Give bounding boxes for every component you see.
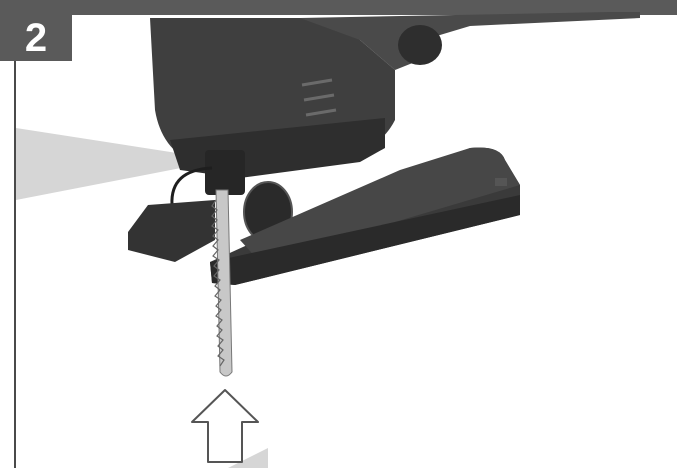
arrow-up-icon: [191, 389, 259, 463]
blade-teeth: [211, 199, 225, 367]
highlight-wedge: [16, 128, 222, 200]
base-notch: [495, 178, 507, 186]
rear-shroud: [300, 12, 640, 70]
front-knob-icon: [398, 25, 442, 65]
base-plate-edge: [210, 195, 520, 285]
step-number-badge: 2: [0, 15, 72, 61]
base-plate-rear: [128, 200, 215, 262]
header-bar: [0, 0, 677, 15]
saw-blade: [215, 189, 233, 377]
base-plate-top: [240, 147, 520, 262]
blade-clamp: [205, 150, 245, 195]
left-border-line: [14, 61, 16, 468]
